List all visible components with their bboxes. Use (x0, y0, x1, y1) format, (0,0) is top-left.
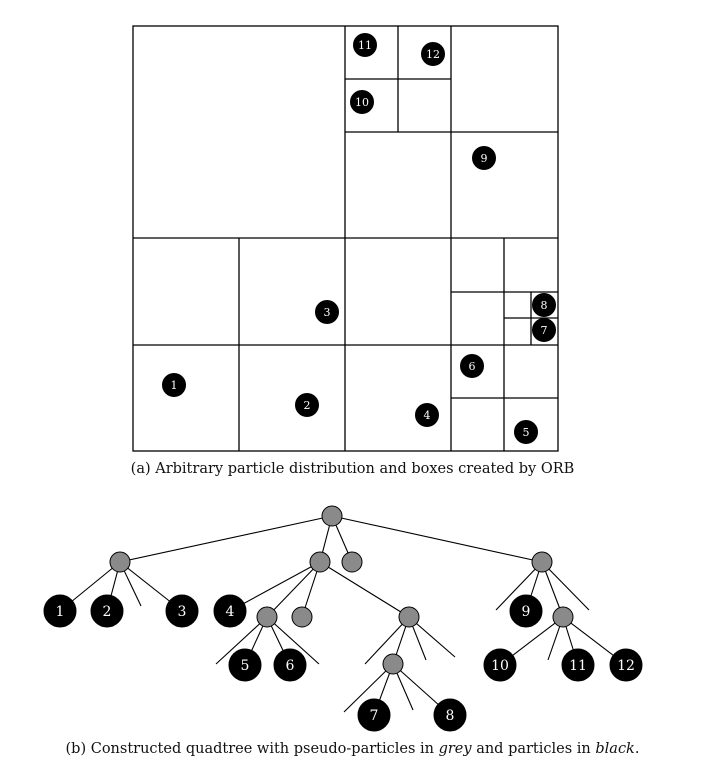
particle-label: 8 (541, 299, 548, 312)
particle-4: 4 (415, 403, 439, 427)
particle-node-label: 7 (370, 708, 379, 724)
particle-label: 1 (171, 379, 178, 392)
particle-node-10: 10 (483, 648, 517, 682)
particle-11: 11 (353, 33, 377, 57)
particle-node-4: 4 (213, 594, 247, 628)
particle-label: 11 (358, 39, 372, 52)
particle-label: 3 (324, 306, 331, 319)
particle-node-label: 3 (178, 604, 187, 620)
particle-12: 12 (421, 42, 445, 66)
pseudo-particle-node (552, 606, 574, 628)
particle-label: 7 (541, 324, 548, 337)
particle-node-label: 1 (56, 604, 65, 620)
pseudo-particle-node (382, 653, 404, 675)
particle-6: 6 (460, 354, 484, 378)
particle-label: 12 (426, 48, 440, 61)
particle-node-2: 2 (90, 594, 124, 628)
particle-node-6: 6 (273, 648, 307, 682)
tree-edge (319, 561, 410, 618)
tree-edge (343, 663, 394, 713)
pseudo-particle-node (109, 551, 131, 573)
particle-node-12: 12 (609, 648, 643, 682)
particle-node-label: 5 (241, 658, 250, 674)
particle-node-label: 10 (491, 658, 509, 674)
pseudo-particle-node (531, 551, 553, 573)
particle-node-label: 9 (522, 604, 531, 620)
particle-node-label: 12 (617, 658, 635, 674)
caption-b-suffix: . (634, 741, 640, 757)
particle-label: 2 (304, 399, 311, 412)
particle-node-label: 6 (286, 658, 295, 674)
pseudo-particle-node (291, 606, 313, 628)
particle-node-5: 5 (228, 648, 262, 682)
particle-label: 5 (523, 426, 530, 439)
tree-edge (119, 515, 333, 563)
tree-edge (266, 616, 320, 665)
tree-edge (331, 515, 543, 563)
particle-label: 9 (481, 152, 488, 165)
pseudo-particle-node (256, 606, 278, 628)
tree-edge (215, 616, 268, 665)
particle-label: 10 (355, 96, 369, 109)
tree-edge (364, 616, 410, 665)
orb-box-grid (132, 25, 559, 452)
pseudo-particle-node (398, 606, 420, 628)
caption-a: (a) Arbitrary particle distribution and … (130, 461, 575, 477)
particle-node-8: 8 (433, 698, 467, 732)
tree-edge (229, 561, 321, 612)
tree-edge (266, 561, 321, 618)
particle-node-label: 4 (226, 604, 235, 620)
particle-10: 10 (350, 90, 374, 114)
pseudo-particle-node (341, 551, 363, 573)
caption-b-prefix: (b) Constructed quadtree with pseudo-par… (65, 741, 439, 757)
particle-3: 3 (315, 300, 339, 324)
particle-label: 4 (424, 409, 431, 422)
particle-1: 1 (162, 373, 186, 397)
particle-node-7: 7 (357, 698, 391, 732)
caption-b-middle: and particles in (471, 741, 596, 757)
particle-8: 8 (532, 293, 556, 317)
caption-b-black: black (595, 741, 635, 757)
particle-node-3: 3 (165, 594, 199, 628)
particle-label: 6 (469, 360, 476, 373)
tree-edge (541, 561, 590, 611)
particle-7: 7 (532, 318, 556, 342)
pseudo-particle-node (309, 551, 331, 573)
particle-node-9: 9 (509, 594, 543, 628)
caption-b-grey: grey (438, 741, 472, 757)
tree-edge (495, 561, 543, 611)
pseudo-particle-node (321, 505, 343, 527)
caption-b: (b) Constructed quadtree with pseudo-par… (0, 741, 705, 757)
particle-node-11: 11 (561, 648, 595, 682)
particle-node-label: 11 (569, 658, 587, 674)
particle-node-1: 1 (43, 594, 77, 628)
particle-2: 2 (295, 393, 319, 417)
particle-node-label: 2 (103, 604, 112, 620)
particle-node-label: 8 (446, 708, 455, 724)
particle-9: 9 (472, 146, 496, 170)
particle-5: 5 (514, 420, 538, 444)
